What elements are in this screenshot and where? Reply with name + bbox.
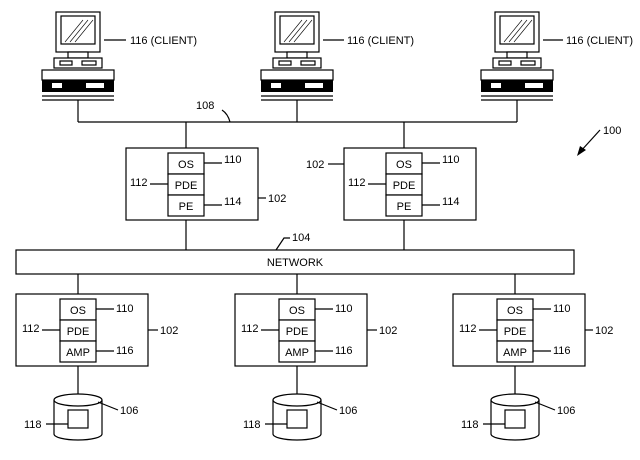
disk-ref: 106 xyxy=(339,405,357,417)
node-ref: 102 xyxy=(160,325,178,337)
pe-label: PE xyxy=(397,201,412,213)
amp-ref: 116 xyxy=(116,345,134,357)
amp-node-2: OS PDE AMP 110 112 116 102 xyxy=(234,293,397,367)
os-ref: 110 xyxy=(116,303,134,315)
disk-1: 118 106 xyxy=(24,393,138,441)
amp-ref: 116 xyxy=(335,345,353,357)
network-ref: 104 xyxy=(292,232,310,244)
os-ref: 110 xyxy=(442,154,460,166)
network-label: NETWORK xyxy=(267,257,324,269)
node-ref: 102 xyxy=(379,325,397,337)
amp-label: AMP xyxy=(66,347,90,359)
disk-ref: 106 xyxy=(557,405,575,417)
node-ref: 102 xyxy=(595,325,613,337)
node-ref: 102 xyxy=(306,159,324,171)
client-computer-3 xyxy=(480,11,554,101)
lan-ref: 108 xyxy=(196,100,214,112)
os-label: OS xyxy=(396,159,412,171)
amp-node-1: OS PDE AMP 110 112 116 102 xyxy=(15,293,178,367)
pde-label: PDE xyxy=(504,326,527,338)
client-label-3: 116 (CLIENT) xyxy=(566,35,633,47)
pde-ref: 112 xyxy=(22,323,40,335)
client-computer-2 xyxy=(260,11,334,101)
os-ref: 110 xyxy=(553,303,571,315)
os-label: OS xyxy=(70,305,86,317)
figure-ref: 100 xyxy=(603,125,621,137)
pe-ref: 114 xyxy=(224,196,242,208)
disk-inner-ref: 118 xyxy=(243,419,261,431)
disk-ref: 106 xyxy=(120,405,138,417)
pde-label: PDE xyxy=(393,180,416,192)
amp-node-3: OS PDE AMP 110 112 116 102 xyxy=(452,293,613,367)
disk-2: 118 106 xyxy=(243,393,357,441)
client-label-2: 116 (CLIENT) xyxy=(347,35,414,47)
node-ref: 102 xyxy=(268,193,286,205)
amp-label: AMP xyxy=(503,347,527,359)
amp-label: AMP xyxy=(285,347,309,359)
disk-inner-ref: 118 xyxy=(24,419,42,431)
os-ref: 110 xyxy=(335,303,353,315)
pde-ref: 112 xyxy=(348,177,366,189)
pde-label: PDE xyxy=(286,326,309,338)
network-bus xyxy=(15,249,575,275)
pe-label: PE xyxy=(179,201,194,213)
disk-inner-ref: 118 xyxy=(461,419,479,431)
pe-node-2: OS PDE PE 110 112 114 102 xyxy=(306,147,477,221)
client-computer-1 xyxy=(41,11,115,101)
os-label: OS xyxy=(289,305,305,317)
pe-ref: 114 xyxy=(442,196,460,208)
pde-label: PDE xyxy=(67,326,90,338)
pe-node-1: OS PDE PE 110 112 114 102 xyxy=(125,147,286,221)
pde-ref: 112 xyxy=(130,177,148,189)
pde-label: PDE xyxy=(175,180,198,192)
os-ref: 110 xyxy=(224,154,242,166)
pde-ref: 112 xyxy=(459,323,477,335)
os-label: OS xyxy=(507,305,523,317)
pde-ref: 112 xyxy=(241,323,259,335)
os-label: OS xyxy=(178,159,194,171)
amp-ref: 116 xyxy=(553,345,571,357)
client-label-1: 116 (CLIENT) xyxy=(130,35,197,47)
disk-3: 118 106 xyxy=(461,393,575,441)
